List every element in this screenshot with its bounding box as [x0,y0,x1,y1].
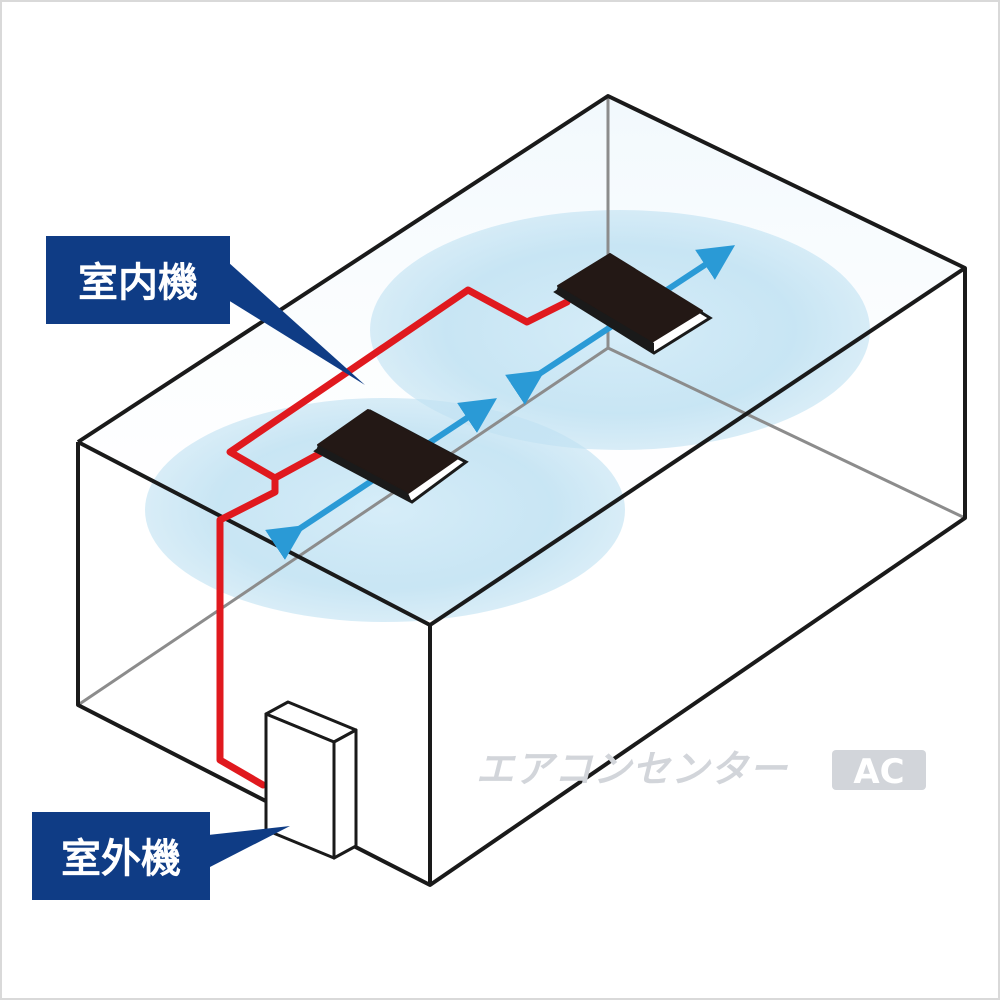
indoor-unit-callout: 室内機 [46,236,365,385]
watermark: エアコンセンター AC [476,747,926,792]
ceiling-cassette-icon [553,253,713,355]
watermark-text: エアコンセンター [476,747,788,791]
watermark-logo-box [832,750,926,790]
outdoor-unit-label: 室外機 [61,836,181,882]
outdoor-unit-icon [264,700,358,860]
room-outline [76,94,967,887]
outdoor-unit-callout: 室外機 [32,812,290,900]
watermark-logo: AC [853,752,904,792]
ceiling-cassette-icon [313,409,469,504]
indoor-unit-label: 室内機 [78,260,198,306]
